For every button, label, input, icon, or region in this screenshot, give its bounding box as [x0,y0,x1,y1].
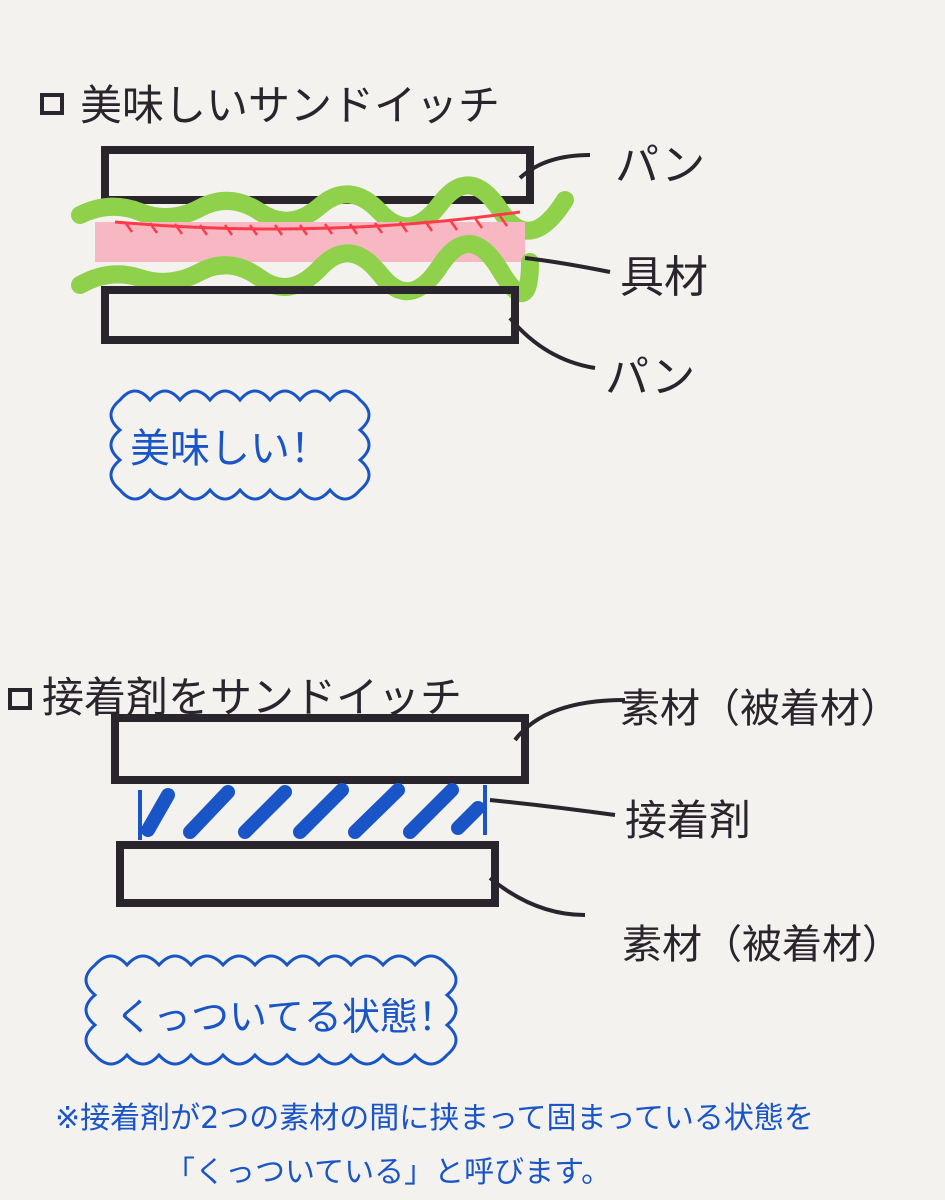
label-bread-top: パン [615,140,705,191]
lettuce-bottom [71,235,539,302]
section1-title: 美味しいサンドイッチ [80,81,500,130]
material-top [111,714,529,784]
bubble-outline [109,389,371,501]
ham-hatching [123,215,509,236]
bullet-square-icon [40,93,64,115]
section-adhesive: 接着剤をサンドイッチ 素材（被着材） 接着剤 素材（被着材） [8,673,902,1066]
leader-line-top [513,698,626,742]
label-bread-bottom: パン [605,352,695,403]
label-material-top: 素材（被着材） [620,686,900,732]
bubble-text-2: くっついてる状態！ [115,995,456,1039]
adhesive-layer [138,783,487,840]
leader-line-top [518,153,591,180]
material-bottom [116,841,499,907]
ham-edge [114,210,521,231]
footnote: ※接着剤が2つの素材の間に挟まって固まっている状態を 「くっついている」と呼びま… [55,1101,814,1190]
section-sandwich: 美味しいサンドイッチ [40,81,708,501]
label-filling: 具材 [620,252,708,303]
leader-line-middle [489,798,616,817]
bread-bottom [101,286,519,344]
leader-line-bottom [488,876,586,917]
section2-title: 接着剤をサンドイッチ [42,673,462,722]
label-adhesive: 接着剤 [625,796,751,845]
footnote-line-2: 「くっついている」と呼びます。 [165,1155,611,1190]
footnote-line-1: ※接着剤が2つの素材の間に挟まって固まっている状態を [55,1101,814,1136]
leader-line-middle [524,256,611,274]
label-material-bottom: 素材（被着材） [622,922,902,968]
bubble-text-1: 美味しい！ [130,426,330,472]
bullet-square-icon [8,688,32,710]
lettuce-top [71,176,574,240]
leader-line-bottom [508,316,596,370]
bubble-outline [84,954,458,1066]
